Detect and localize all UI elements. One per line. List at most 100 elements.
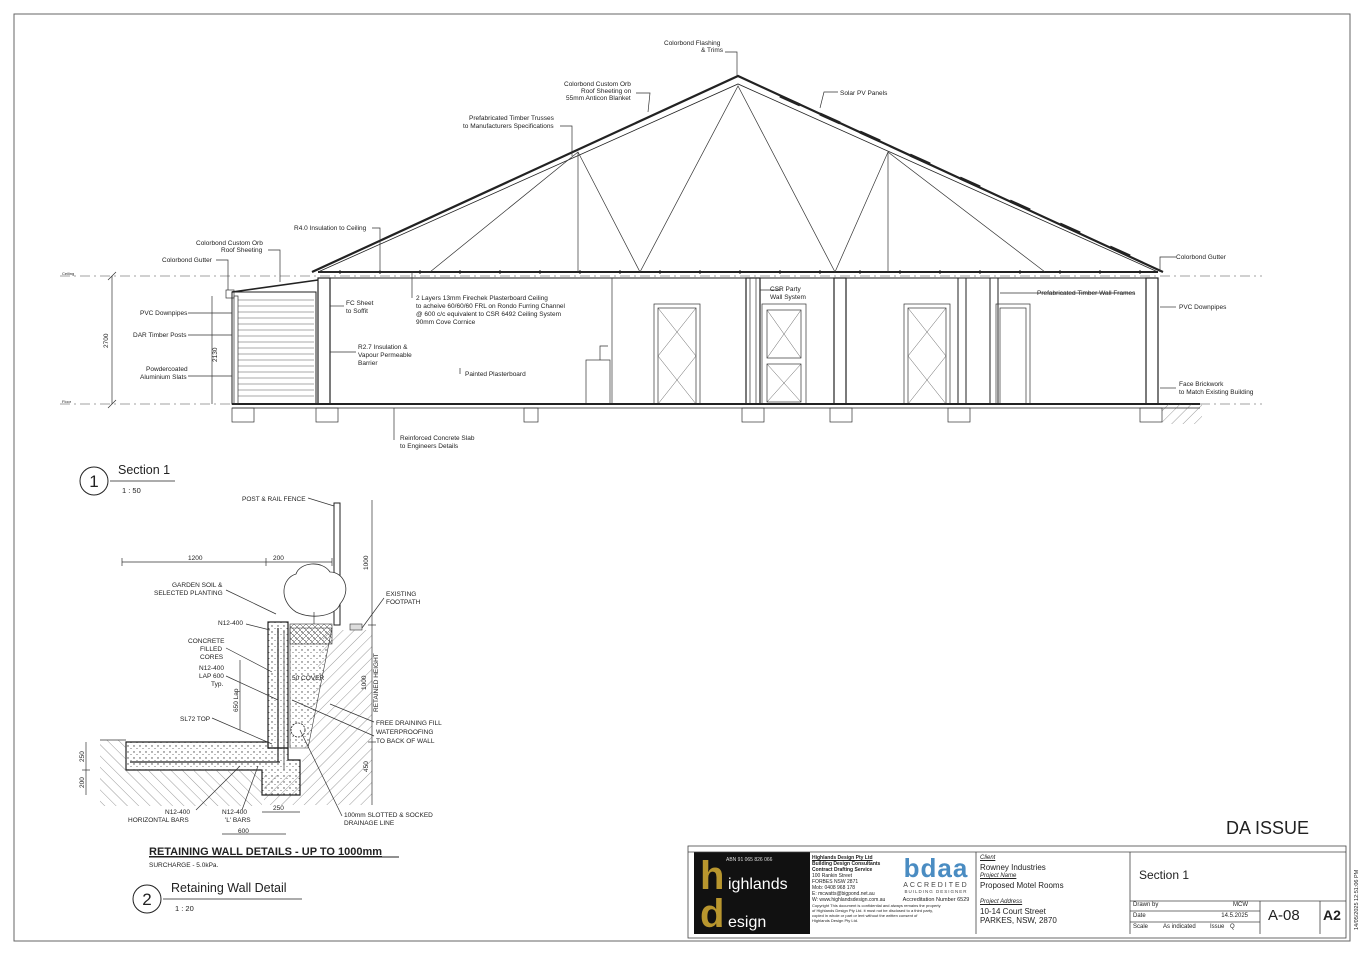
view-scale: 1 : 20 — [175, 904, 194, 913]
company-sub1: Building Design Consultants — [812, 861, 881, 867]
view-number: 2 — [142, 890, 151, 909]
svg-text:200: 200 — [273, 555, 284, 562]
title-block-frame — [687, 845, 1347, 939]
view-label-wall-detail: 2 Retaining Wall Detail 1 : 20 — [132, 881, 302, 914]
issue-value: Q — [1230, 924, 1235, 930]
svg-text:DAR Timber Posts: DAR Timber Posts — [133, 332, 187, 339]
project-address-2: PARKES, NSW, 2870 — [980, 916, 1057, 925]
address-label: Project Address — [980, 899, 1023, 905]
svg-text:1000: 1000 — [363, 555, 370, 570]
svg-text:Colorbond Flashing: Colorbond Flashing — [664, 40, 721, 47]
svg-text:90mm Cove Cornice: 90mm Cove Cornice — [416, 319, 476, 326]
svg-text:R4.0 Insulation to Ceiling: R4.0 Insulation to Ceiling — [294, 225, 367, 232]
retaining-wall-drawing — [82, 497, 385, 835]
svg-text:250: 250 — [79, 751, 86, 762]
svg-text:Typ.: Typ. — [211, 681, 223, 688]
svg-text:50 COVER: 50 COVER — [292, 675, 324, 682]
section-annotations: Colorbond Flashing & Trims Colorbond Cus… — [62, 40, 1254, 450]
wall-title-block: RETAINING WALL DETAILS - UP TO 1000mm SU… — [149, 846, 399, 869]
drawn-value: MCW — [1233, 902, 1248, 908]
svg-text:200: 200 — [79, 777, 86, 788]
svg-text:Colorbond Gutter: Colorbond Gutter — [162, 257, 213, 264]
bdaa-logo: bdaa — [903, 853, 969, 883]
svg-text:GARDEN SOIL &: GARDEN SOIL & — [172, 582, 223, 589]
date-row: Date 14.5.2025 — [1133, 913, 1258, 922]
svg-text:FOOTPATH: FOOTPATH — [386, 599, 421, 606]
svg-text:Painted Plasterboard: Painted Plasterboard — [465, 371, 526, 378]
svg-text:N12-400: N12-400 — [222, 809, 247, 816]
svg-text:450: 450 — [363, 761, 370, 772]
scale-value: As indicated — [1163, 924, 1196, 930]
svg-text:FC Sheet: FC Sheet — [346, 300, 374, 307]
logo-line2: esign — [728, 914, 767, 931]
svg-text:to acheive 60/60/60 FRL on Ron: to acheive 60/60/60 FRL on Rondo Furring… — [416, 303, 566, 310]
project-info: Client Rowney Industries Project Name Pr… — [980, 854, 1128, 925]
svg-text:@ 600 c/c equivalent to CSR 64: @ 600 c/c equivalent to CSR 6492 Ceiling… — [416, 311, 561, 318]
logo-line1: ighlands — [728, 876, 788, 893]
project-name: Proposed Motel Rooms — [980, 881, 1064, 890]
svg-text:RETAINED HEIGHT: RETAINED HEIGHT — [373, 653, 380, 712]
svg-text:N12-400: N12-400 — [218, 620, 243, 627]
drawn-by-row: Drawn by MCW — [1133, 902, 1258, 911]
view-label-section-1: 1 Section 1 1 : 50 — [79, 463, 175, 496]
scale-row: Scale As indicated Issue Q — [1133, 924, 1258, 933]
svg-text:Prefabricated Timber Trusses: Prefabricated Timber Trusses — [469, 115, 555, 122]
svg-text:N12-400: N12-400 — [199, 665, 224, 672]
svg-text:POST & RAIL FENCE: POST & RAIL FENCE — [242, 496, 306, 503]
svg-text:Barrier: Barrier — [358, 360, 378, 367]
copyright-1: Copyright This document is confidential … — [812, 903, 941, 908]
svg-text:2700: 2700 — [103, 333, 110, 348]
company-name: Highlands Design Pty Ltd — [812, 855, 873, 861]
company-web: W: www.highlandsdesign.com.au — [812, 897, 886, 903]
company-email: E: mcwatts@bigpond.net.au — [812, 891, 875, 897]
svg-text:Colorbond Custom Orb: Colorbond Custom Orb — [564, 81, 631, 88]
svg-text:R2.7 Insulation &: R2.7 Insulation & — [358, 344, 408, 351]
svg-text:SELECTED PLANTING: SELECTED PLANTING — [154, 590, 223, 597]
svg-text:100mm SLOTTED & SOCKED: 100mm SLOTTED & SOCKED — [344, 812, 433, 819]
svg-text:Reinforced Concrete Slab: Reinforced Concrete Slab — [400, 435, 475, 442]
svg-text:DRAINAGE LINE: DRAINAGE LINE — [344, 820, 395, 827]
svg-text:Solar PV Panels: Solar PV Panels — [840, 90, 888, 97]
svg-text:CSR Party: CSR Party — [770, 286, 801, 293]
company-sub2: Contract Drafting Service — [812, 867, 873, 873]
company-details: Highlands Design Pty Ltd Building Design… — [812, 855, 974, 923]
svg-text:55mm Anticon Blanket: 55mm Anticon Blanket — [566, 95, 631, 102]
date-value: 14.5.2025 — [1221, 913, 1248, 919]
svg-text:1000: 1000 — [361, 675, 368, 690]
svg-text:Aluminium Slats: Aluminium Slats — [140, 374, 187, 381]
logo-h: h — [700, 854, 725, 898]
copyright-4: Highlands Design Pty Ltd. — [812, 918, 859, 923]
svg-text:Ceiling: Ceiling — [62, 271, 74, 276]
svg-text:to Manufacturers Specification: to Manufacturers Specifications — [463, 123, 554, 130]
project-address-1: 10-14 Court Street — [980, 907, 1046, 916]
svg-text:1200: 1200 — [188, 555, 203, 562]
svg-text:2130: 2130 — [212, 347, 219, 362]
svg-text:CONCRETE: CONCRETE — [188, 638, 225, 645]
sheet-title: Section 1 — [1139, 868, 1190, 882]
accredited-text: ACCREDITED — [903, 882, 969, 889]
project-label: Project Name — [980, 873, 1017, 879]
svg-text:& Trims: & Trims — [701, 47, 724, 54]
company-mob: Mob: 0408 968 178 — [812, 885, 856, 891]
svg-text:HORIZONTAL BARS: HORIZONTAL BARS — [128, 817, 189, 824]
wall-title: RETAINING WALL DETAILS - UP TO 1000mm — [149, 846, 382, 858]
svg-text:WATERPROOFING: WATERPROOFING — [376, 729, 433, 736]
svg-text:PVC Downpipes: PVC Downpipes — [140, 310, 188, 317]
company-address1: 100 Rankin Street — [812, 873, 853, 879]
svg-text:Wall System: Wall System — [770, 294, 806, 301]
svg-text:TO BACK OF WALL: TO BACK OF WALL — [376, 738, 435, 745]
scale-label: Scale — [1133, 924, 1149, 930]
view-title: Retaining Wall Detail — [171, 881, 287, 895]
svg-text:2 Layers 13mm Firechek Plaster: 2 Layers 13mm Firechek Plasterboard Ceil… — [416, 295, 548, 302]
copyright-2: of Highlands Design Pty Ltd. it must not… — [812, 908, 933, 913]
bdaa-block: bdaa ACCREDITED BUILDING DESIGNER Accred… — [898, 854, 974, 903]
svg-text:FREE DRAINING FILL: FREE DRAINING FILL — [376, 720, 442, 727]
logo-panel: ABN 91 065 826 066 h ighlands d esign — [694, 852, 810, 934]
surcharge-note: SURCHARGE - 5.0kPa. — [149, 862, 219, 869]
sheet-border — [13, 13, 1351, 942]
svg-text:FILLED: FILLED — [200, 646, 222, 653]
svg-text:Roof Sheeting: Roof Sheeting — [221, 247, 263, 254]
issue-stamp: DA ISSUE — [1226, 818, 1309, 838]
svg-text:'L' BARS: 'L' BARS — [225, 817, 251, 824]
client-name: Rowney Industries — [980, 863, 1046, 872]
